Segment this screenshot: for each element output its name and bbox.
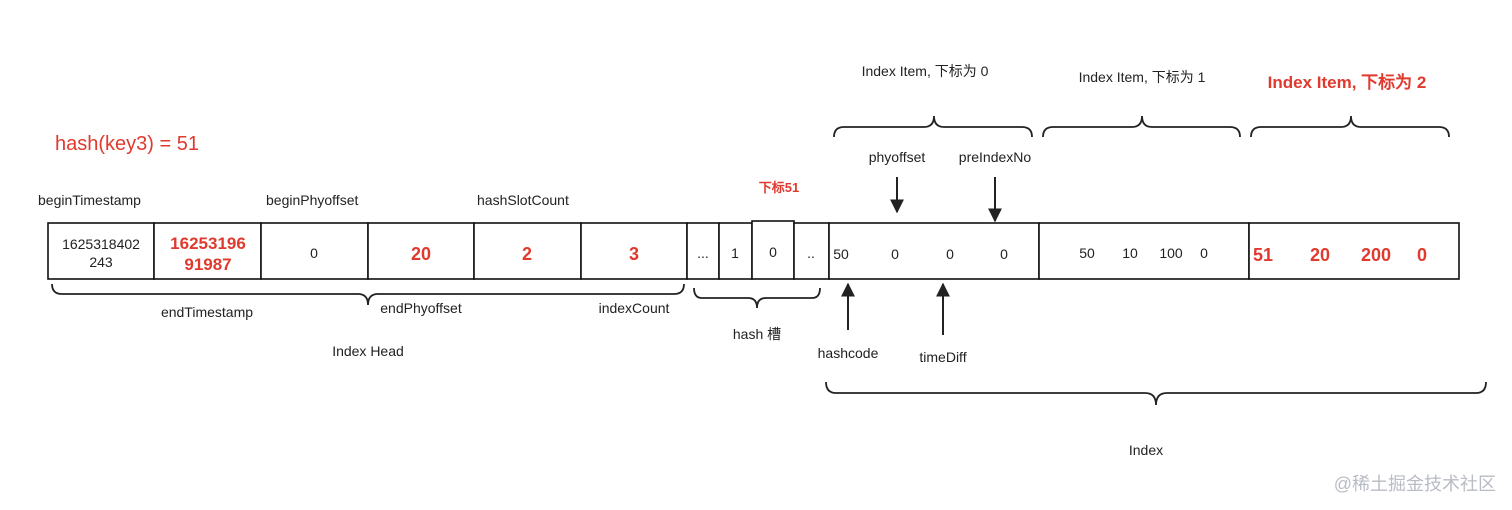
item-1-pre-index-no: 0	[1200, 245, 1208, 261]
index-count-label: indexCount	[599, 300, 670, 316]
item-0-pre-index-no: 0	[1000, 246, 1008, 262]
begin-phyoffset-value: 0	[310, 245, 318, 261]
watermark: @稀土掘金技术社区	[1334, 474, 1496, 494]
item-2-phyoffset: 20	[1310, 245, 1330, 265]
item-0-hashcode: 50	[833, 246, 849, 262]
index-label: Index	[1129, 442, 1163, 458]
begin-timestamp-cell	[47, 222, 155, 280]
slot-1-value: 1	[731, 245, 739, 261]
begin-phyoffset-label: beginPhyoffset	[266, 192, 358, 208]
end-timestamp-label: endTimestamp	[161, 304, 253, 320]
end-phyoffset-cell	[367, 222, 475, 280]
item-2-hashcode: 51	[1253, 245, 1273, 265]
pre-index-no-label: preIndexNo	[959, 149, 1032, 165]
end-timestamp-value-line1: 16253196	[170, 234, 246, 253]
item-2-time-diff: 200	[1361, 245, 1391, 265]
index-item-1-cell	[1038, 222, 1250, 280]
index-head-label: Index Head	[332, 343, 404, 359]
item-1-hashcode: 50	[1079, 245, 1095, 261]
item-1-phyoffset: 10	[1122, 245, 1138, 261]
begin-timestamp-value-line2: 243	[89, 254, 113, 270]
slot-dots-cell	[793, 222, 830, 280]
slot-1-cell	[718, 222, 753, 280]
slot-51-cell	[751, 220, 795, 280]
end-phyoffset-value: 20	[411, 244, 431, 264]
item-0-phyoffset: 0	[891, 246, 899, 262]
index-item-1-title: Index Item, 下标为 1	[1079, 69, 1206, 85]
item-1-time-diff: 100	[1159, 245, 1183, 261]
item-2-pre-index-no: 0	[1417, 245, 1427, 265]
slot-51-value: 0	[769, 244, 777, 260]
hash-slot-count-value: 2	[522, 244, 532, 264]
index-head-brace	[51, 283, 685, 306]
hashcode-label: hashcode	[818, 345, 879, 361]
slot-dots-value: ..	[807, 245, 815, 261]
hash-slot-count-label: hashSlotCount	[477, 192, 569, 208]
begin-timestamp-label: beginTimestamp	[38, 192, 141, 208]
hash-formula: hash(key3) = 51	[55, 133, 199, 155]
item-0-time-diff: 0	[946, 246, 954, 262]
index-item-0-cell	[828, 222, 1040, 280]
hash-slot-label: hash 槽	[733, 326, 781, 342]
slot-ellipsis-value: ...	[697, 245, 709, 261]
end-timestamp-value-line2: 91987	[184, 255, 231, 274]
end-phyoffset-label: endPhyoffset	[380, 300, 462, 316]
index-item-2-brace	[1250, 115, 1450, 138]
time-diff-label: timeDiff	[919, 349, 966, 365]
end-timestamp-cell	[153, 222, 262, 280]
index-count-value: 3	[629, 244, 639, 264]
index-item-2-title: Index Item, 下标为 2	[1268, 72, 1427, 92]
hash-slot-brace	[693, 287, 821, 309]
slot-index-label: 下标51	[759, 180, 799, 195]
index-item-0-title: Index Item, 下标为 0	[862, 63, 989, 79]
index-item-1-brace	[1042, 115, 1241, 138]
index-item-2-cell	[1248, 222, 1460, 280]
index-brace	[825, 381, 1487, 406]
index-count-cell	[580, 222, 688, 280]
phyoffset-label: phyoffset	[869, 149, 926, 165]
begin-timestamp-value-line1: 1625318402	[62, 236, 140, 252]
slot-ellipsis-cell	[686, 222, 720, 280]
index-item-0-brace	[833, 115, 1033, 138]
begin-phyoffset-cell	[260, 222, 369, 280]
